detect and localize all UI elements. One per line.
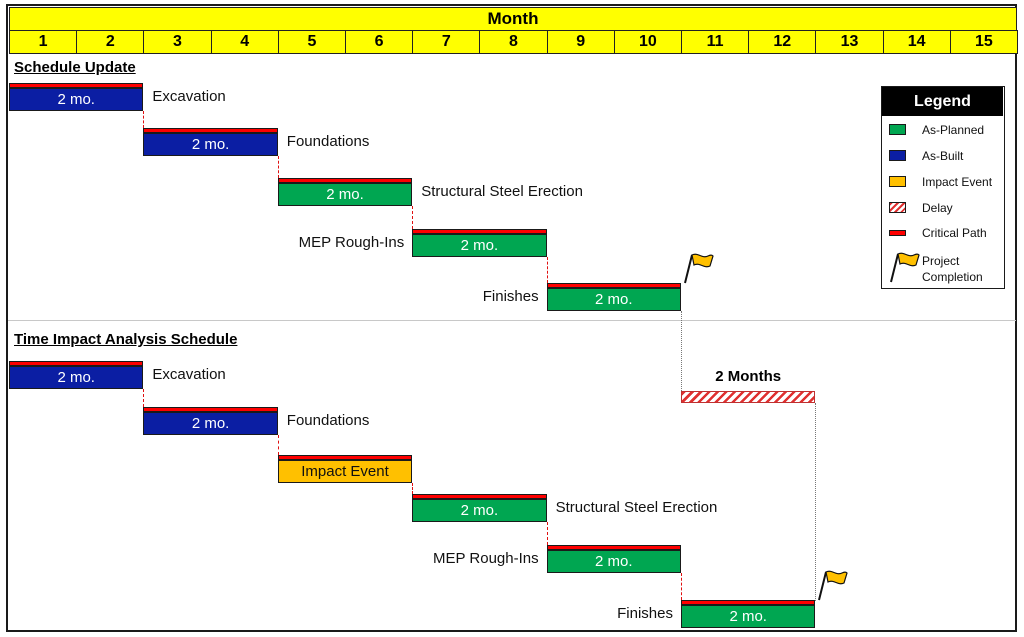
task-bar-mep-rough-ins: 2 mo. <box>546 550 681 573</box>
project-completion-flag-icon <box>818 570 849 601</box>
legend-hatched-swatch-icon <box>889 202 906 213</box>
section-title-1: Schedule Update <box>14 59 136 76</box>
legend-label-flag-icon: Project Completion <box>922 254 983 284</box>
task-label-excavation: Excavation <box>152 88 226 105</box>
legend-red-line-icon <box>889 230 906 236</box>
task-label-mep-rough-ins: MEP Rough-Ins <box>298 234 405 251</box>
delay-guide-end <box>815 403 817 601</box>
task-bar-label: 2 mo. <box>595 553 633 570</box>
task-label-foundations: Foundations <box>286 133 370 150</box>
month-cell-4: 4 <box>210 30 279 54</box>
legend-label-red-line: Critical Path <box>922 226 987 240</box>
task-bar-excavation: 2 mo. <box>9 366 144 389</box>
critical-path-line <box>681 600 816 605</box>
task-bar-excavation: 2 mo. <box>9 88 144 111</box>
task-label-structural-steel-erection: Structural Steel Erection <box>421 183 583 200</box>
month-cell-2: 2 <box>76 30 145 54</box>
legend-title: Legend <box>882 87 1003 116</box>
legend-blue-swatch-icon <box>889 150 906 161</box>
month-header: Month <box>9 7 1017 31</box>
task-bar-label: 2 mo. <box>326 186 364 203</box>
month-cell-6: 6 <box>345 30 414 54</box>
dependency-link <box>277 435 279 455</box>
task-bar-finishes: 2 mo. <box>681 605 816 628</box>
month-cell-14: 14 <box>882 30 951 54</box>
task-bar-label: 2 mo. <box>460 502 499 519</box>
legend-label-hatched-swatch: Delay <box>922 201 953 215</box>
task-label-mep-rough-ins: MEP Rough-Ins <box>433 550 539 567</box>
dependency-link <box>412 483 414 494</box>
dependency-link <box>143 111 145 128</box>
critical-path-line <box>412 229 547 234</box>
critical-path-line <box>412 494 547 499</box>
dependency-link <box>277 156 279 178</box>
dependency-link <box>546 522 548 545</box>
month-cell-10: 10 <box>613 30 682 54</box>
section-title-2: Time Impact Analysis Schedule <box>14 331 238 348</box>
delay-guide-start <box>681 311 682 391</box>
month-cell-1: 1 <box>9 30 78 54</box>
critical-path-line <box>143 128 278 133</box>
task-bar-label: 2 mo. <box>191 136 230 153</box>
task-bar-label: Impact Event <box>301 463 389 480</box>
month-cell-11: 11 <box>681 30 750 54</box>
critical-path-line <box>546 545 681 550</box>
month-cell-15: 15 <box>949 30 1018 54</box>
task-label-foundations: Foundations <box>286 412 370 429</box>
month-cell-8: 8 <box>479 30 548 54</box>
critical-path-line <box>143 407 278 412</box>
task-bar-label: 2 mo. <box>57 369 95 386</box>
task-bar-finishes: 2 mo. <box>546 288 681 311</box>
task-bar-structural-steel-erection: 2 mo. <box>412 499 547 522</box>
task-label-finishes: Finishes <box>617 605 673 622</box>
critical-path-line <box>9 361 144 366</box>
critical-path-line <box>9 83 144 88</box>
task-bar-label: 2 mo. <box>729 608 767 625</box>
month-cell-13: 13 <box>815 30 884 54</box>
month-cell-7: 7 <box>412 30 481 54</box>
dependency-link <box>143 389 145 407</box>
task-bar-foundations: 2 mo. <box>143 133 278 156</box>
task-bar-label: 2 mo. <box>191 415 230 432</box>
critical-path-line <box>546 283 681 288</box>
task-bar-foundations: 2 mo. <box>143 412 278 435</box>
legend-label-orange-swatch: Impact Event <box>922 175 993 189</box>
critical-path-line <box>277 455 413 460</box>
month-cell-9: 9 <box>546 30 615 54</box>
diagram-frame <box>6 4 1017 632</box>
task-label-structural-steel-erection: Structural Steel Erection <box>555 499 718 516</box>
task-bar-label: 2 mo. <box>57 91 95 108</box>
section-divider <box>8 320 1016 321</box>
delay-label: 2 Months <box>715 368 782 385</box>
task-label-excavation: Excavation <box>152 366 226 383</box>
dependency-link <box>681 573 682 600</box>
critical-path-line <box>277 178 413 183</box>
legend-orange-swatch-icon <box>889 176 906 187</box>
month-cell-5: 5 <box>277 30 346 54</box>
task-bar-label: 2 mo. <box>595 291 633 308</box>
project-completion-flag-icon <box>684 253 714 284</box>
task-label-finishes: Finishes <box>482 288 539 305</box>
dependency-link <box>412 206 414 229</box>
task-bar-mep-rough-ins: 2 mo. <box>412 234 547 257</box>
legend-label-blue-swatch: As-Built <box>922 149 964 163</box>
task-bar-label: 2 mo. <box>460 237 499 254</box>
task-bar-impact-event: Impact Event <box>277 460 413 483</box>
legend-flag-icon <box>890 252 920 283</box>
task-bar-structural-steel-erection: 2 mo. <box>277 183 413 206</box>
legend-green-swatch-icon <box>889 124 906 135</box>
month-cell-3: 3 <box>143 30 212 54</box>
dependency-link <box>546 257 548 283</box>
legend-label-green-swatch: As-Planned <box>922 123 985 137</box>
delay-bar <box>681 391 816 403</box>
month-cell-12: 12 <box>748 30 817 54</box>
